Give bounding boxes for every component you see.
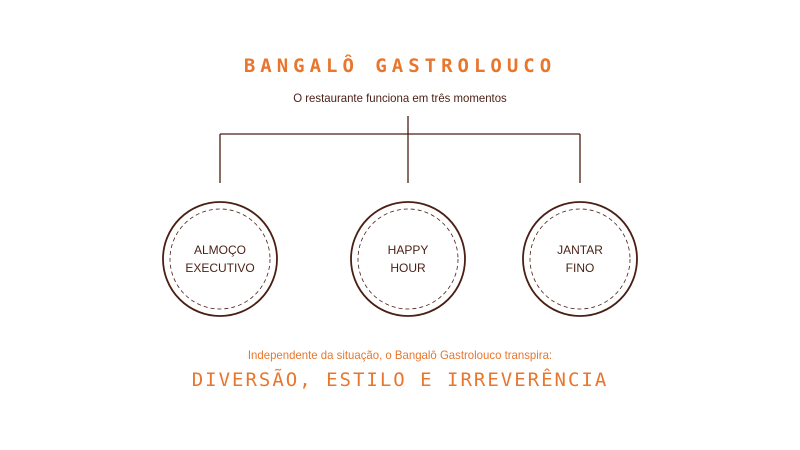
- moment-label: HAPPY HOUR: [387, 243, 429, 275]
- moment-circle: [522, 201, 638, 317]
- moment-circle: [162, 201, 278, 317]
- diagram-title: BANGALÔ GASTROLOUCO: [243, 55, 557, 77]
- diagram-subtitle: O restaurante funciona em três momentos: [293, 91, 507, 105]
- moment-happy-hour: HAPPY HOUR: [349, 200, 467, 318]
- moment-label: JANTAR FINO: [557, 243, 603, 275]
- closing-intro: Independente da situação, o Bangalô Gast…: [247, 348, 553, 362]
- moment-label: ALMOÇO EXECUTIVO: [185, 243, 255, 275]
- closing-tagline: DIVERSÃO, ESTILO E IRREVERÊNCIA: [191, 369, 609, 391]
- moment-almoco-executivo: ALMOÇO EXECUTIVO: [161, 200, 279, 318]
- moment-circle: [350, 201, 466, 317]
- moment-jantar-fino: JANTAR FINO: [521, 200, 639, 318]
